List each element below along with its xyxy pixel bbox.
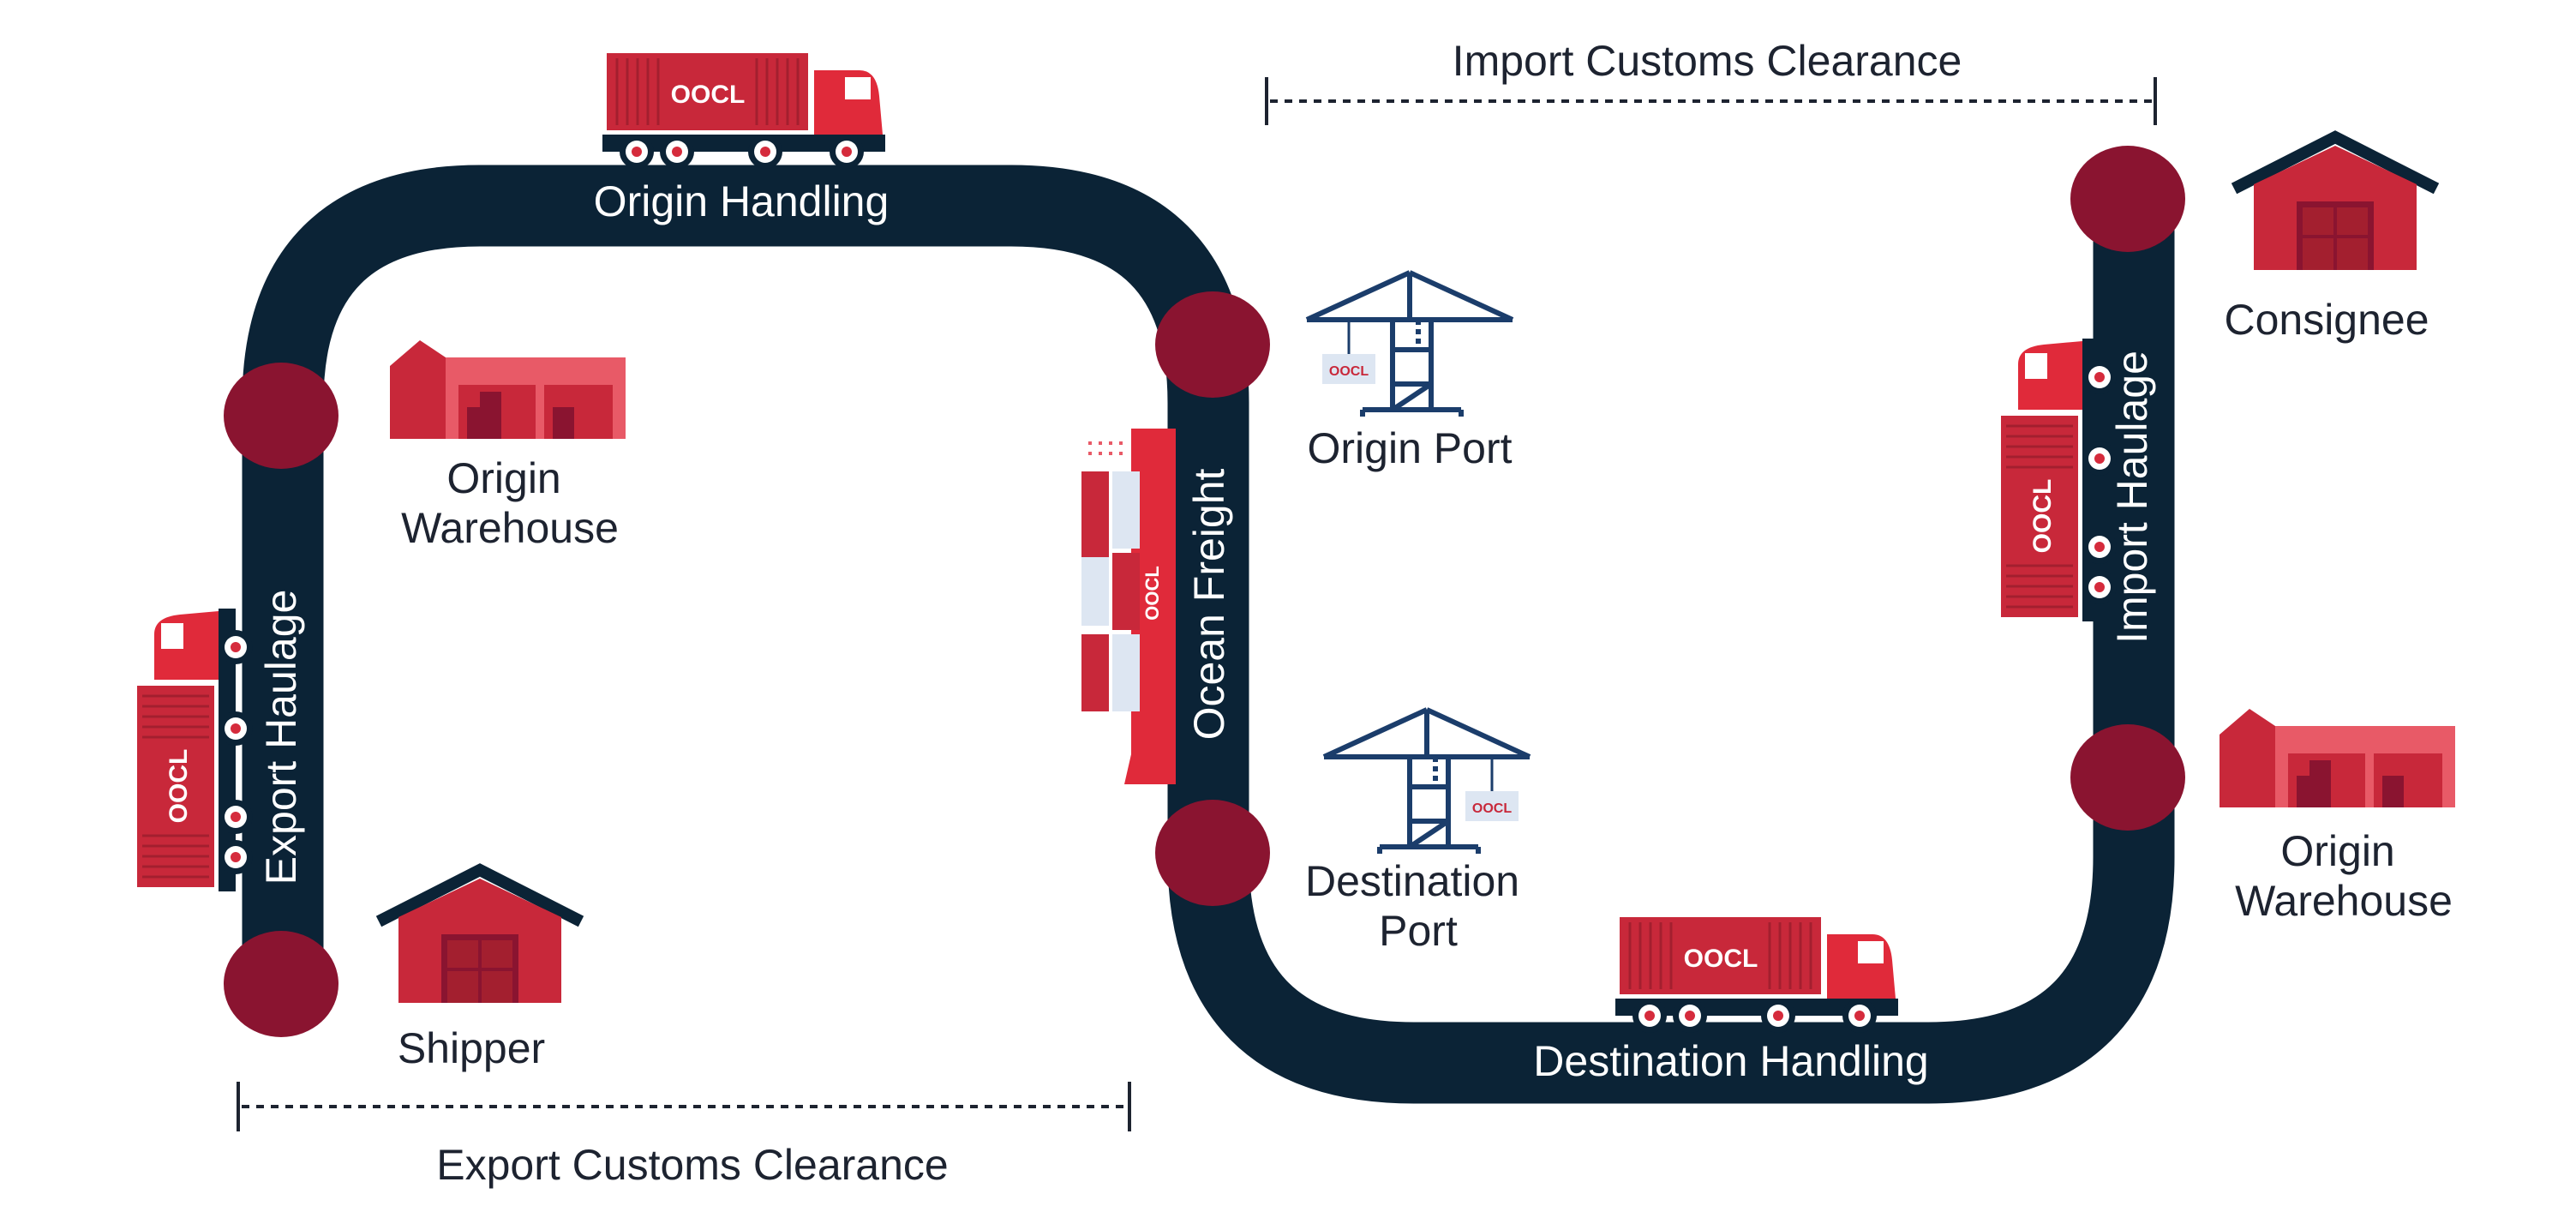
label-import-haulage: Import Haulage <box>2108 351 2156 644</box>
label-origin-handling: Origin Handling <box>594 177 890 225</box>
oocl-logo-text: OOCL <box>165 749 193 824</box>
bracket-export-customs <box>237 1082 1131 1131</box>
truck-icon: OOCL <box>135 607 255 893</box>
route-nodes <box>224 146 2185 1037</box>
label-destination-port: Destination Port <box>1305 857 1531 955</box>
house-icon <box>2234 137 2436 270</box>
label-export-customs: Export Customs Clearance <box>436 1141 948 1189</box>
node-origin-port <box>1155 291 1270 398</box>
warehouse-icon <box>2220 709 2455 807</box>
node-destination-port <box>1155 800 1270 906</box>
label-shipper: Shipper <box>398 1024 545 1072</box>
oocl-logo-text: OOCL <box>1684 945 1758 973</box>
truck-icon: OOCL <box>1614 915 1900 1035</box>
label-origin-port: Origin Port <box>1308 424 1513 472</box>
oocl-logo-text: OOCL <box>1141 566 1163 621</box>
node-origin-warehouse <box>224 363 338 469</box>
label-ocean-freight: Ocean Freight <box>1185 468 1233 740</box>
truck-icon: OOCL <box>601 51 887 171</box>
house-icon <box>379 870 581 1003</box>
bracket-import-customs <box>1265 77 2157 125</box>
crane-icon: OOCL <box>1324 710 1530 854</box>
node-consignee <box>2070 146 2185 252</box>
ship-icon: OOCL <box>1081 429 1176 784</box>
crane-icon: OOCL <box>1307 273 1513 417</box>
node-shipper <box>224 931 338 1037</box>
oocl-logo-text: OOCL <box>2028 479 2057 554</box>
label-origin-warehouse-left: Origin Warehouse <box>401 454 619 552</box>
oocl-logo-text: OOCL <box>1329 364 1369 379</box>
oocl-logo-text: OOCL <box>1472 801 1512 816</box>
warehouse-icon <box>390 340 626 439</box>
node-origin-warehouse-right <box>2070 724 2185 831</box>
label-import-customs: Import Customs Clearance <box>1453 37 1962 85</box>
oocl-logo-text: OOCL <box>671 81 746 109</box>
road-path <box>242 156 2175 1104</box>
label-export-haulage: Export Haulage <box>257 590 305 885</box>
label-origin-warehouse-right: Origin Warehouse <box>2235 827 2453 925</box>
label-consignee: Consignee <box>2224 296 2429 344</box>
label-destination-handling: Destination Handling <box>1533 1037 1928 1085</box>
truck-icon: OOCL <box>1999 337 2118 623</box>
